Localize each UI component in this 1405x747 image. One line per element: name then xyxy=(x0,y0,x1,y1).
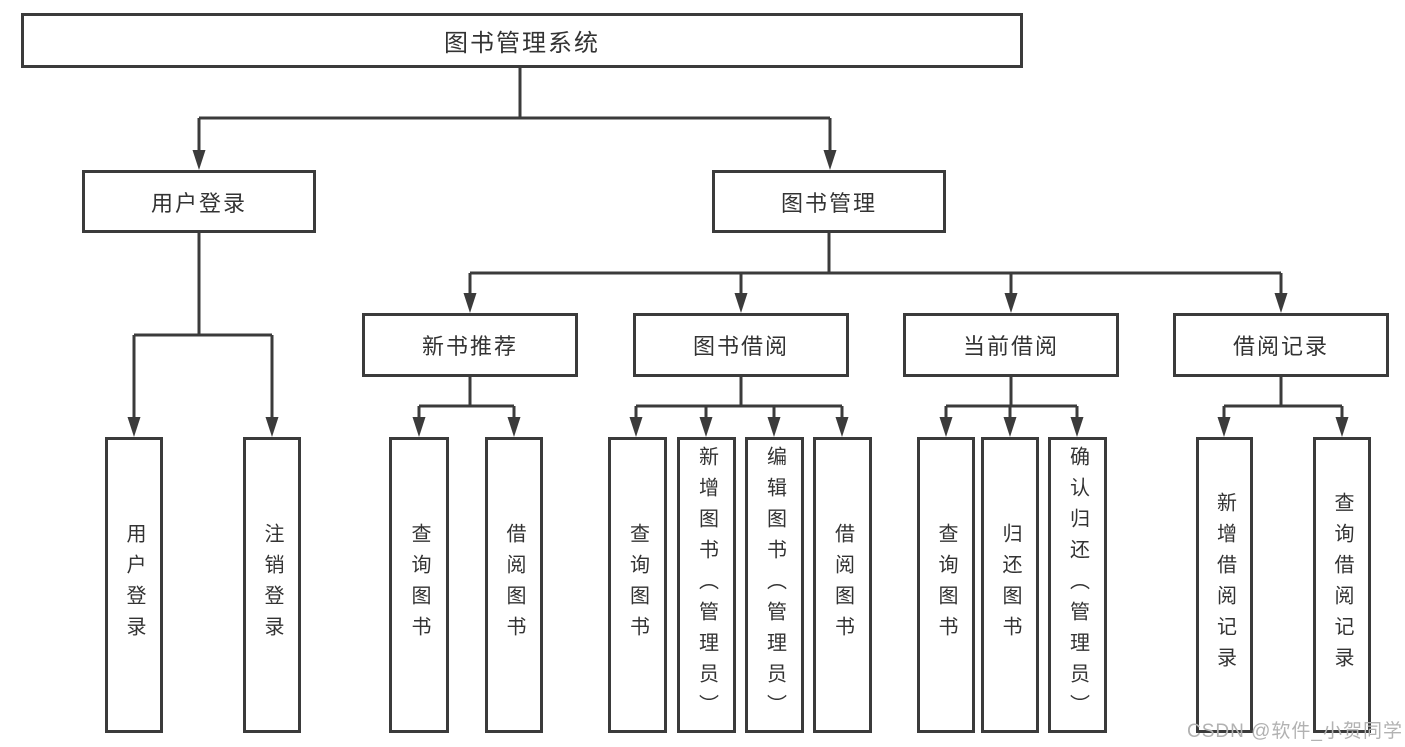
arrowhead xyxy=(835,417,849,437)
arrowhead xyxy=(1004,293,1018,313)
leaf-query-books-borrow: 查询图书 xyxy=(608,437,667,733)
node-label: 图书管理 xyxy=(780,190,877,216)
arrowhead xyxy=(699,417,713,437)
arrowhead xyxy=(734,293,748,313)
node-label: 借阅图书 xyxy=(503,523,525,647)
node-label: 查询图书 xyxy=(408,523,430,647)
node-label: 查询图书 xyxy=(626,523,649,647)
arrowhead xyxy=(265,417,279,437)
leaf-borrow-books-recommend: 借阅图书 xyxy=(485,437,543,733)
leaf-borrow-books: 借阅图书 xyxy=(813,437,872,733)
node-book-borrowing: 图书借阅 xyxy=(633,313,849,377)
arrowhead xyxy=(1274,293,1288,313)
leaf-logout: 注销登录 xyxy=(243,437,301,733)
node-library-system: 图书管理系统 xyxy=(21,13,1023,68)
leaf-add-borrow-record: 新增借阅记录 xyxy=(1196,437,1253,733)
leaf-user-login: 用户登录 xyxy=(105,437,163,733)
arrowhead xyxy=(939,417,953,437)
node-label: 注销登录 xyxy=(261,523,283,647)
leaf-query-borrow-record: 查询借阅记录 xyxy=(1313,437,1371,733)
node-label: 借阅图书 xyxy=(831,523,854,647)
node-label: 用户登录 xyxy=(150,190,247,216)
node-label: 借阅记录 xyxy=(1232,334,1329,359)
node-new-book-recommend: 新书推荐 xyxy=(362,313,578,377)
arrowhead xyxy=(1070,417,1084,437)
node-label: 新增借阅记录 xyxy=(1213,492,1236,678)
arrowhead xyxy=(629,417,643,437)
arrowhead xyxy=(823,150,837,170)
arrowhead xyxy=(463,293,477,313)
arrowhead xyxy=(1217,417,1231,437)
node-label: 归还图书 xyxy=(999,523,1021,647)
leaf-query-books-current: 查询图书 xyxy=(917,437,975,733)
leaf-confirm-return-admin: 确认归还（管理员） xyxy=(1048,437,1107,733)
arrowhead xyxy=(507,417,521,437)
leaf-add-books-admin: 新增图书（管理员） xyxy=(677,437,736,733)
node-book-management: 图书管理 xyxy=(712,170,946,233)
node-label: 查询图书 xyxy=(935,523,957,647)
arrowhead xyxy=(1003,417,1017,437)
leaf-edit-books-admin: 编辑图书（管理员） xyxy=(745,437,804,733)
node-current-borrowing: 当前借阅 xyxy=(903,313,1119,377)
csdn-watermark: CSDN @软件_小贺同学 xyxy=(1187,721,1403,742)
arrowhead xyxy=(192,150,206,170)
arrowhead xyxy=(412,417,426,437)
leaf-return-books: 归还图书 xyxy=(981,437,1039,733)
node-label: 查询借阅记录 xyxy=(1331,492,1353,678)
node-user-login: 用户登录 xyxy=(82,170,316,233)
arrowhead xyxy=(767,417,781,437)
node-label: 编辑图书（管理员） xyxy=(763,445,786,725)
node-label: 用户登录 xyxy=(123,523,145,647)
arrowhead xyxy=(1335,417,1349,437)
node-label: 图书管理系统 xyxy=(444,30,600,57)
leaf-query-books-recommend: 查询图书 xyxy=(389,437,449,733)
arrowhead xyxy=(127,417,141,437)
node-label: 确认归还（管理员） xyxy=(1066,445,1089,725)
node-label: 新书推荐 xyxy=(421,334,518,359)
node-label: 新增图书（管理员） xyxy=(695,445,718,725)
node-borrow-records: 借阅记录 xyxy=(1173,313,1389,377)
node-label: 当前借阅 xyxy=(962,334,1059,359)
node-label: 图书借阅 xyxy=(692,334,789,359)
